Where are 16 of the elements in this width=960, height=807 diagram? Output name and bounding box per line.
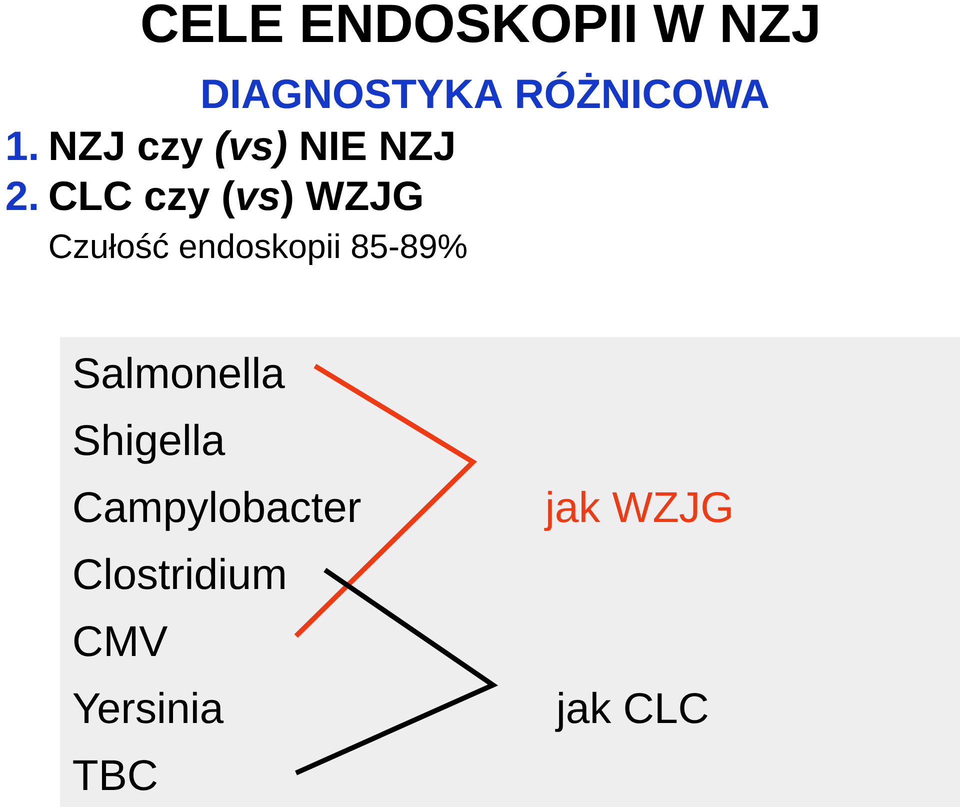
list-item: NZJ czy (vs) NIE NZJ [50, 130, 454, 168]
note-text: Czułość endoskopii 85-89% [50, 232, 466, 266]
list-item: Salmonella [74, 356, 285, 388]
list-item: Clostridium [74, 558, 284, 590]
subtitle: DIAGNOSTYKA RÓŻNICOWA [202, 72, 769, 108]
group-label: jak CLC [555, 692, 708, 732]
list-number: 2. [6, 181, 37, 210]
list-item: Shigella [74, 424, 226, 464]
title: CELE ENDOSKOPII W NZJ [142, 4, 818, 43]
list-item: TBC [73, 760, 157, 790]
list-item: CLC czy (vs) WZJG [50, 180, 422, 218]
group-label: jak WZJG [544, 490, 731, 531]
list-number: 1. [8, 132, 37, 160]
list-item: Yersinia [73, 692, 224, 724]
list-item: Campylobacter [74, 490, 361, 531]
list-item: CMV [74, 626, 168, 656]
